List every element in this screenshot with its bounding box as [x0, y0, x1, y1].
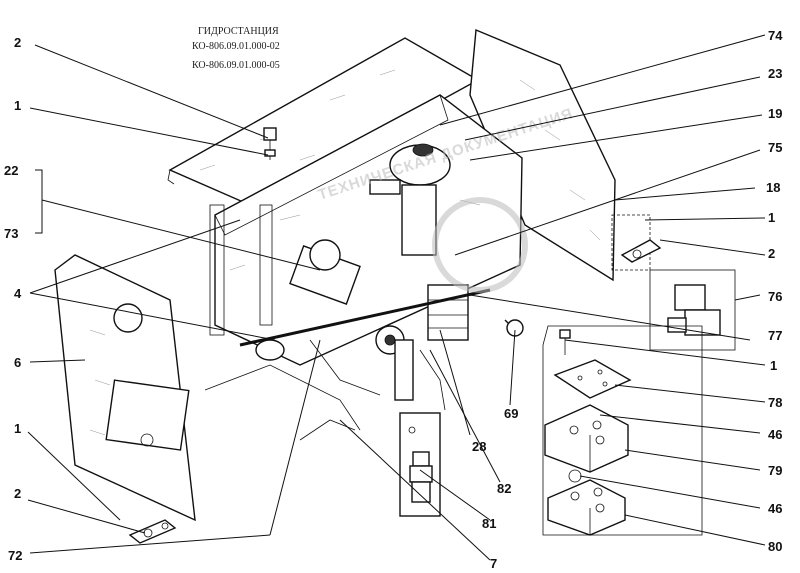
callout-1-top: 1 — [14, 98, 21, 113]
callout-69: 69 — [504, 406, 518, 421]
callout-labels: 2 1 22 73 4 6 1 2 72 7 81 82 28 69 74 23… — [4, 28, 783, 571]
title-line-2: КО-806.09.01.000-02 — [192, 41, 280, 52]
valve-block — [427, 284, 469, 341]
title-line-3: КО-806.09.01.000-05 — [192, 60, 280, 71]
filter-assembly — [369, 143, 451, 256]
callout-18: 18 — [766, 180, 780, 195]
callout-1-right: 1 — [768, 210, 775, 225]
callout-19: 19 — [768, 106, 782, 121]
callout-2-top: 2 — [14, 35, 21, 50]
callout-79: 79 — [768, 463, 782, 478]
right-rear-panel — [469, 28, 616, 282]
right-small-bracket — [611, 214, 662, 271]
callout-bracket-22-73 — [35, 169, 43, 234]
callout-72: 72 — [8, 548, 22, 563]
callout-4: 4 — [14, 286, 22, 301]
callout-46-b: 46 — [768, 501, 782, 516]
callout-1-left: 1 — [14, 421, 21, 436]
top-cover-bolt — [263, 127, 277, 160]
callout-46-a: 46 — [768, 427, 782, 442]
pump-motor — [289, 239, 361, 305]
title-block: ГИДРОСТАНЦИЯ КО-806.09.01.000-02 КО-806.… — [192, 26, 280, 71]
callout-81: 81 — [482, 516, 496, 531]
callout-2-right: 2 — [768, 246, 775, 261]
fitting-detail — [399, 412, 441, 517]
callout-1-right2: 1 — [770, 358, 777, 373]
callout-23: 23 — [768, 66, 782, 81]
callout-76: 76 — [768, 289, 782, 304]
lower-frame — [204, 319, 524, 441]
callout-78: 78 — [768, 395, 782, 410]
callout-82: 82 — [497, 481, 511, 496]
block-stack-detail — [542, 325, 703, 536]
callout-77: 77 — [768, 328, 782, 343]
leader-lines — [27, 34, 766, 561]
callout-2-left: 2 — [14, 486, 21, 501]
callout-7: 7 — [490, 556, 497, 571]
callout-74: 74 — [768, 28, 783, 43]
bottom-left-bracket — [128, 519, 177, 544]
callout-28: 28 — [472, 439, 486, 454]
valve-detail-box — [649, 269, 736, 351]
callout-22: 22 — [4, 163, 18, 178]
callout-75: 75 — [768, 140, 782, 155]
callout-73: 73 — [4, 226, 18, 241]
left-side-panel — [54, 254, 196, 522]
callout-6: 6 — [14, 355, 21, 370]
callout-80: 80 — [768, 539, 782, 554]
title-line-1: ГИДРОСТАНЦИЯ — [198, 26, 279, 37]
